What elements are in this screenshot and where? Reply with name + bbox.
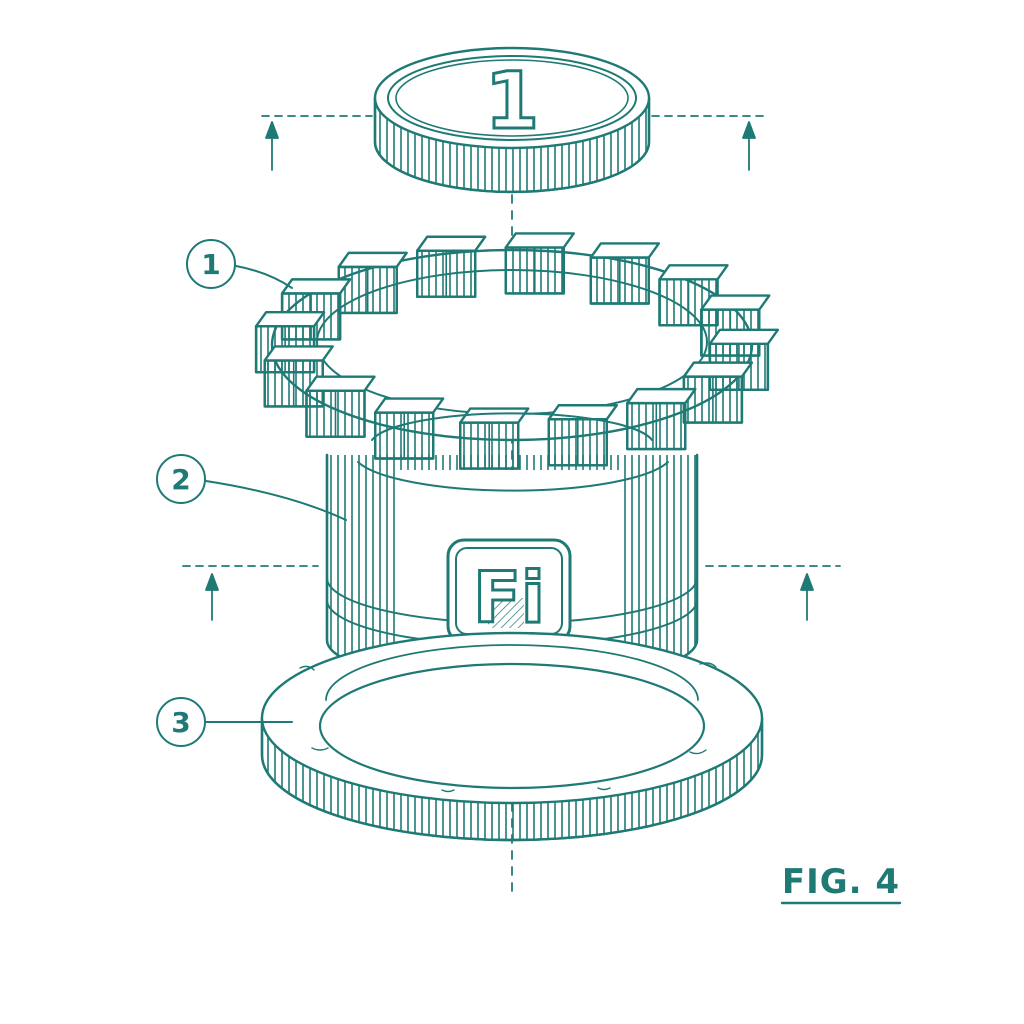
crown-segment-block [658, 264, 729, 327]
top-dimension-lines [261, 115, 766, 171]
logo-text: Fi [473, 557, 545, 639]
crown-segment-block [373, 397, 445, 460]
coin-cap [373, 46, 651, 194]
callout-leaders [156, 239, 347, 747]
crown-segment-block [682, 361, 754, 424]
segmented-crown-ring [254, 232, 780, 470]
callout-number-1: 1 [201, 248, 220, 281]
crown-segment-block [337, 251, 408, 315]
callout-number-3: 3 [171, 706, 190, 739]
callout-number-2: 2 [171, 463, 190, 496]
bottom-dimension-lines [182, 565, 841, 621]
crown-segments [254, 232, 780, 470]
crown-segment-block [504, 232, 575, 295]
crown-segment-block [626, 387, 697, 451]
crown-segment-block [589, 242, 661, 305]
callout-circle-2 [156, 454, 206, 504]
figure-label: FIG. 4 [782, 862, 900, 902]
callout-circle-1 [186, 239, 236, 289]
coin-number: 1 [485, 57, 539, 147]
base-flange-ring [260, 631, 764, 842]
crown-segment-block [305, 375, 376, 438]
crown-segment-block [416, 235, 487, 298]
